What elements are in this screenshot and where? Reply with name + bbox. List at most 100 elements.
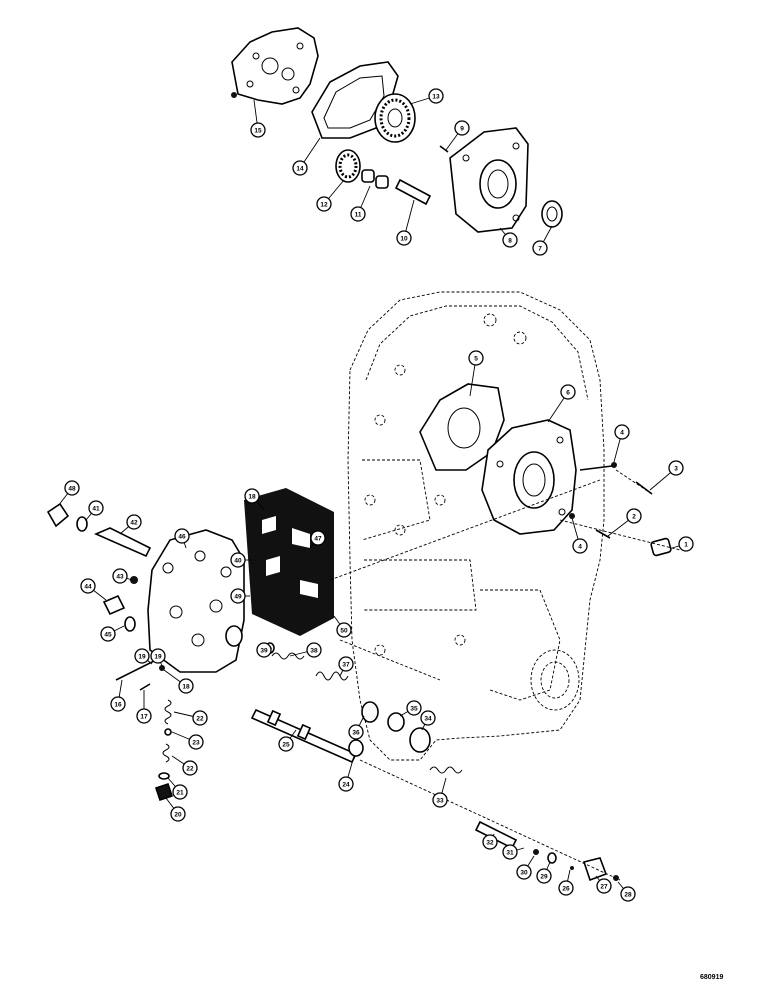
callout-circle bbox=[468, 350, 484, 366]
callout-circle bbox=[306, 642, 322, 658]
callout-c15: 15 bbox=[250, 99, 266, 138]
callout-circle bbox=[336, 622, 352, 638]
callout-number: 32 bbox=[486, 839, 494, 846]
callout-c5: 5 bbox=[468, 350, 484, 397]
callout-c41: 41 bbox=[85, 500, 104, 521]
callout-number: 16 bbox=[114, 701, 122, 708]
callout-number: 47 bbox=[314, 535, 322, 542]
callout-circle bbox=[178, 678, 194, 694]
callout-c6: 6 bbox=[547, 384, 576, 423]
callout-circle bbox=[396, 230, 412, 246]
callout-number: 28 bbox=[624, 891, 632, 898]
callout-c46: 46 bbox=[174, 528, 190, 549]
plug-24 bbox=[348, 739, 364, 757]
callout-circle bbox=[420, 710, 436, 726]
callout-number: 10 bbox=[400, 235, 408, 242]
callout-number: 29 bbox=[540, 873, 548, 880]
callout-circle bbox=[502, 844, 518, 860]
callout-number: 33 bbox=[436, 797, 444, 804]
callout-number: 25 bbox=[282, 741, 290, 748]
o-ring-41 bbox=[76, 516, 88, 532]
callout-c22b: 22 bbox=[171, 755, 198, 776]
cap-34 bbox=[409, 727, 431, 753]
washer-21 bbox=[158, 772, 170, 780]
callout-c4b: 4 bbox=[571, 517, 588, 554]
callout-number: 19 bbox=[154, 653, 162, 660]
callout-c8: 8 bbox=[499, 227, 518, 248]
callout-circle bbox=[230, 588, 246, 604]
callout-number: 30 bbox=[520, 869, 528, 876]
callout-c18b: 18 bbox=[244, 488, 265, 511]
callout-c4a: 4 bbox=[613, 424, 630, 463]
callout-c39: 39 bbox=[256, 642, 273, 658]
spring-22 bbox=[164, 699, 172, 725]
callout-circle bbox=[432, 792, 448, 808]
callout-number: 18 bbox=[248, 493, 256, 500]
pump-bolt-upper bbox=[579, 465, 613, 471]
lock-washer-lower bbox=[569, 513, 575, 519]
callout-circle bbox=[230, 552, 246, 568]
callout-number: 39 bbox=[260, 647, 268, 654]
callout-circle bbox=[596, 878, 612, 894]
callout-number: 20 bbox=[174, 811, 182, 818]
pump-shaft bbox=[394, 178, 432, 206]
callout-number: 6 bbox=[566, 389, 570, 396]
callout-number: 43 bbox=[116, 573, 124, 580]
callout-c22a: 22 bbox=[173, 710, 208, 726]
valve-body bbox=[147, 529, 245, 673]
callout-circle bbox=[338, 656, 354, 672]
callout-number: 26 bbox=[562, 885, 570, 892]
callout-number: 4 bbox=[620, 429, 624, 436]
callout-number: 1 bbox=[684, 541, 688, 548]
callout-circle bbox=[350, 206, 366, 222]
callout-number: 15 bbox=[254, 127, 262, 134]
callout-number: 46 bbox=[178, 533, 186, 540]
callout-number: 36 bbox=[352, 729, 360, 736]
callout-circle bbox=[150, 648, 166, 664]
callout-circle bbox=[110, 696, 126, 712]
plug-44 bbox=[102, 594, 126, 616]
callout-circle bbox=[292, 160, 308, 176]
callout-circle bbox=[278, 736, 294, 752]
callout-circle bbox=[668, 460, 684, 476]
callout-number: 11 bbox=[355, 211, 362, 218]
callout-number: 35 bbox=[410, 705, 418, 712]
callout-circle bbox=[250, 122, 266, 138]
driven-gear bbox=[335, 149, 361, 183]
callout-c42: 42 bbox=[119, 514, 142, 535]
callout-number: 22 bbox=[196, 715, 204, 722]
callout-c25: 25 bbox=[278, 729, 297, 752]
bushings bbox=[361, 169, 389, 189]
callout-number: 44 bbox=[84, 583, 92, 590]
callout-circle bbox=[126, 514, 142, 530]
callout-circle bbox=[454, 120, 470, 136]
callout-number: 41 bbox=[92, 505, 100, 512]
ring-29 bbox=[547, 852, 557, 864]
pump-assembly bbox=[481, 419, 577, 535]
callout-circle bbox=[64, 480, 80, 496]
callout-c12: 12 bbox=[316, 179, 345, 212]
callout-circle bbox=[112, 568, 128, 584]
callout-circle bbox=[338, 776, 354, 792]
callout-c44: 44 bbox=[80, 578, 107, 601]
callout-number: 3 bbox=[674, 465, 678, 472]
callout-circle bbox=[558, 880, 574, 896]
o-ring-45 bbox=[124, 616, 136, 632]
callout-c28: 28 bbox=[617, 881, 636, 902]
bolt-16 bbox=[115, 659, 157, 681]
callout-number: 8 bbox=[508, 237, 512, 244]
callout-circle bbox=[516, 864, 532, 880]
callout-c17: 17 bbox=[136, 690, 152, 724]
callout-c18: 18 bbox=[163, 669, 194, 694]
dowel-pin bbox=[439, 145, 449, 153]
cap-screw-lower bbox=[595, 529, 611, 539]
callout-c7: 7 bbox=[532, 225, 553, 256]
callout-c2: 2 bbox=[607, 508, 642, 537]
splined-coupling bbox=[650, 537, 672, 557]
callout-number: 18 bbox=[182, 683, 190, 690]
callout-number: 45 bbox=[104, 631, 112, 638]
callout-number: 4 bbox=[578, 543, 582, 550]
callout-c43: 43 bbox=[112, 568, 133, 584]
